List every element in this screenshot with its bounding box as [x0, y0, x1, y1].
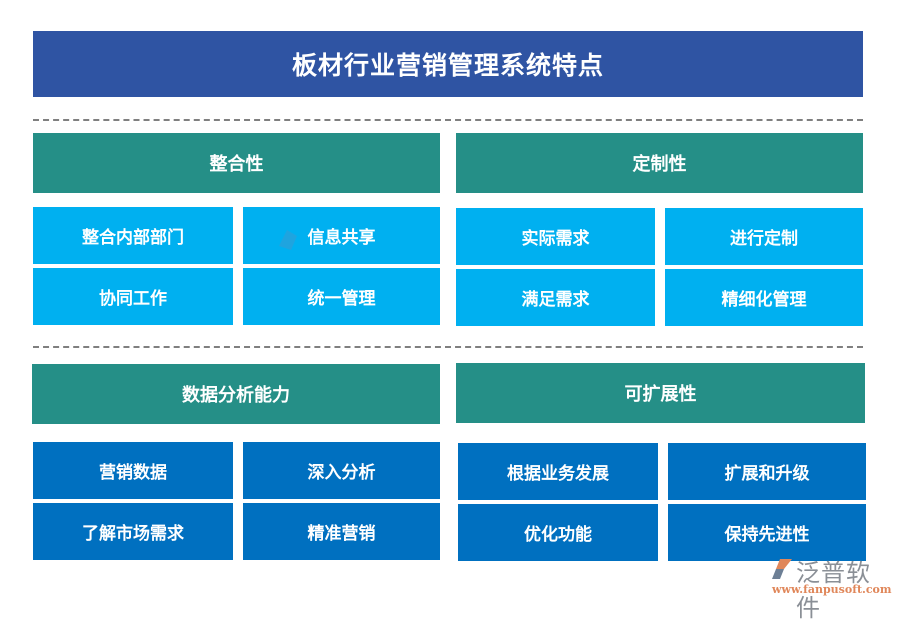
feature-box: 了解市场需求 [33, 503, 233, 560]
section-header-customization: 定制性 [456, 133, 863, 193]
feature-box: 根据业务发展 [458, 443, 658, 500]
brand-url: www.fanpusoft.com [772, 583, 892, 596]
feature-box: 扩展和升级 [668, 443, 866, 500]
page-title: 板材行业营销管理系统特点 [33, 31, 863, 97]
feature-box: 精准营销 [243, 503, 440, 560]
section-header-scalability: 可扩展性 [456, 363, 865, 423]
divider-middle [33, 346, 863, 348]
fanpu-logo-icon [772, 559, 792, 579]
section-header-integration: 整合性 [33, 133, 440, 193]
feature-box: 统一管理 [243, 268, 440, 325]
section-header-data-analysis: 数据分析能力 [32, 364, 440, 424]
feature-box: 优化功能 [458, 504, 658, 561]
feature-box: 协同工作 [33, 268, 233, 325]
feature-box: 营销数据 [33, 442, 233, 499]
feature-box: 深入分析 [243, 442, 440, 499]
brand-watermark: 泛普软件 www.fanpusoft.com [770, 553, 895, 622]
feature-box: 精细化管理 [665, 269, 863, 326]
feature-box: 整合内部部门 [33, 207, 233, 264]
feature-box: 实际需求 [456, 208, 655, 265]
feature-box: 保持先进性 [668, 504, 866, 561]
fanpu-logo-icon [279, 230, 297, 250]
feature-box: 满足需求 [456, 269, 655, 326]
divider-top [33, 119, 863, 121]
feature-box: 进行定制 [665, 208, 863, 265]
watermark-logo-faint [275, 228, 325, 252]
feature-box: 信息共享 [243, 207, 440, 264]
